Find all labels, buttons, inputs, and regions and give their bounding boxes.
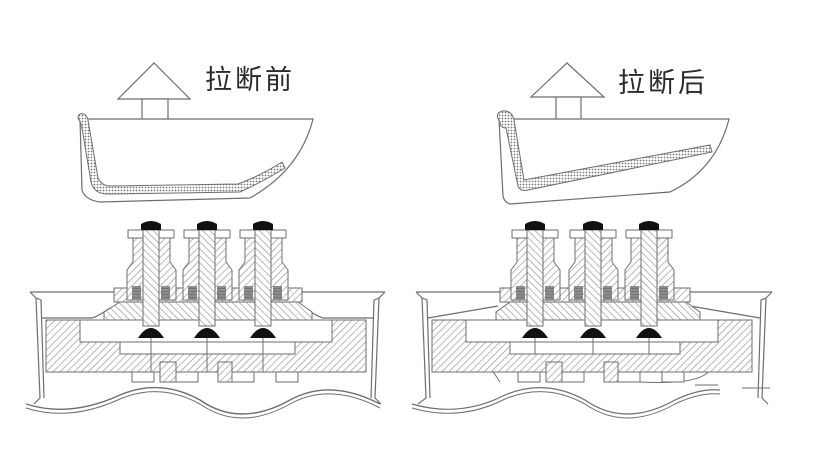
post-3 bbox=[238, 221, 289, 372]
post-2 bbox=[182, 221, 233, 372]
post-1 bbox=[510, 221, 561, 354]
cup-section-before bbox=[77, 113, 314, 203]
panel-before bbox=[25, 62, 386, 419]
panel-title-before: 拉断前 bbox=[205, 65, 295, 96]
posts-before bbox=[126, 221, 289, 372]
post-2 bbox=[568, 221, 619, 354]
cup-section-after bbox=[496, 110, 730, 205]
base-tray-before bbox=[25, 291, 386, 419]
posts-after bbox=[510, 221, 675, 354]
panel-after bbox=[411, 62, 773, 419]
post-3 bbox=[624, 221, 675, 354]
post-1 bbox=[126, 221, 177, 372]
panel-title-after: 拉断后 bbox=[618, 68, 708, 99]
